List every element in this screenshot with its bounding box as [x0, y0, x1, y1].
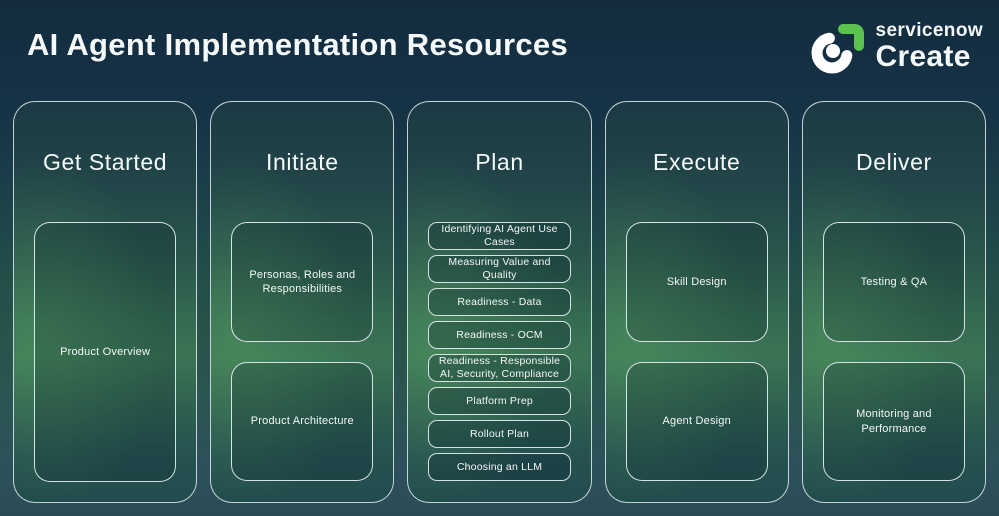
resource-label: Product Overview — [60, 345, 151, 358]
logo-brand: servicenow — [875, 19, 983, 41]
resource-card-product-overview[interactable]: Product Overview — [34, 222, 177, 482]
page-title: AI Agent Implementation Resources — [27, 27, 569, 62]
resource-label: Rollout Plan — [469, 427, 530, 440]
resource-card-readiness-responsible-ai[interactable]: Readiness - Responsible AI, Security, Co… — [428, 354, 571, 382]
resource-card-platform-prep[interactable]: Platform Prep — [428, 387, 571, 415]
column-initiate: Initiate Personas, Roles and Responsibil… — [210, 101, 395, 503]
resource-label: Personas, Roles and Responsibilities — [249, 268, 356, 295]
column-execute: Execute Skill Design Agent Design — [604, 101, 789, 503]
resource-label: Product Architecture — [250, 415, 354, 428]
logo-text: servicenow Create — [876, 21, 984, 72]
plan-resource-list: Identifying AI Agent Use Cases Measuring… — [428, 222, 571, 481]
resource-card-measuring-value[interactable]: Measuring Value and Quality — [428, 255, 571, 283]
column-plan: Plan Identifying AI Agent Use Cases Meas… — [407, 101, 592, 503]
resource-card-readiness-data[interactable]: Readiness - Data — [428, 288, 571, 316]
resource-card-personas-roles[interactable]: Personas, Roles and Responsibilities — [231, 222, 374, 342]
resource-label: Skill Design — [666, 275, 727, 288]
phase-columns: Get Started Product Overview Initiate Pe… — [13, 101, 987, 503]
column-deliver: Deliver Testing & QA Monitoring and Perf… — [801, 101, 987, 503]
resource-label: Measuring Value and Quality — [448, 256, 551, 281]
column-title: Plan — [475, 148, 524, 175]
column-title: Get Started — [42, 148, 168, 175]
resource-card-testing-qa[interactable]: Testing & QA — [822, 222, 966, 342]
resource-card-monitoring-performance[interactable]: Monitoring and Performance — [822, 362, 966, 481]
resource-label: Choosing an LLM — [456, 460, 543, 473]
resource-card-readiness-ocm[interactable]: Readiness - OCM — [428, 321, 571, 349]
resource-label: Identifying AI Agent Use Cases — [441, 223, 558, 248]
column-title: Deliver — [856, 148, 932, 175]
resource-label: Testing & QA — [860, 275, 928, 288]
resource-label: Readiness - Data — [457, 295, 542, 308]
column-get-started: Get Started Product Overview — [13, 101, 198, 503]
resource-card-identifying-use-cases[interactable]: Identifying AI Agent Use Cases — [428, 222, 571, 250]
resource-label: Readiness - Responsible AI, Security, Co… — [438, 355, 561, 380]
resource-label: Readiness - OCM — [456, 328, 543, 341]
header: AI Agent Implementation Resources servic… — [0, 0, 999, 96]
resource-card-rollout-plan[interactable]: Rollout Plan — [428, 420, 571, 448]
resource-label: Monitoring and Performance — [856, 408, 932, 435]
resource-card-agent-design[interactable]: Agent Design — [625, 362, 768, 481]
resource-label: Platform Prep — [466, 394, 533, 407]
resource-label: Agent Design — [662, 415, 731, 428]
servicenow-logo-icon — [811, 24, 864, 74]
servicenow-create-logo: servicenow Create — [807, 16, 984, 76]
resource-card-skill-design[interactable]: Skill Design — [625, 222, 768, 342]
resource-card-choosing-an-llm[interactable]: Choosing an LLM — [428, 453, 571, 481]
logo-product: Create — [875, 39, 971, 73]
column-title: Initiate — [266, 148, 339, 175]
resource-card-product-architecture[interactable]: Product Architecture — [231, 362, 374, 481]
column-title: Execute — [653, 148, 741, 175]
